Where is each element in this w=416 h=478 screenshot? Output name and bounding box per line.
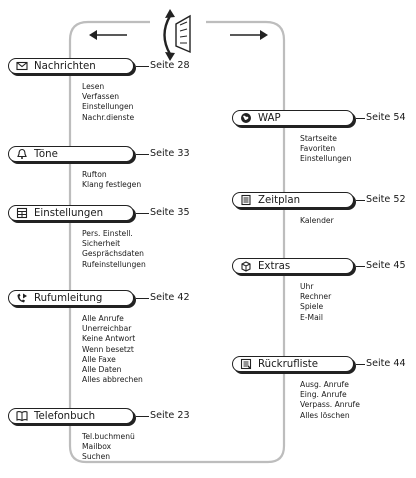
- submenu-item: Alles löschen: [300, 410, 350, 420]
- submenu-item: Lesen: [82, 82, 105, 91]
- menu-title-tone: Töne: [34, 148, 58, 160]
- leader-line: [136, 416, 149, 417]
- submenu-item: Rufeinstellungen: [82, 259, 146, 269]
- arrow-left-icon: [89, 30, 127, 40]
- call-list-icon: [240, 358, 252, 370]
- menu-title-einstellungen: Einstellungen: [34, 207, 104, 219]
- leader-line: [356, 266, 365, 267]
- submenu-item: Gesprächsdaten: [82, 249, 144, 259]
- phonebook-icon: [16, 410, 28, 422]
- menu-box-rufumleitung: Rufumleitung: [8, 290, 134, 306]
- arrow-right-icon: [230, 30, 268, 40]
- page-reference: Seite 54: [366, 112, 406, 123]
- menu-title-wap: WAP: [258, 112, 281, 124]
- submenu-item: Unerreichbar: [82, 324, 132, 334]
- submenu-item: Alle Daten: [82, 364, 122, 374]
- globe-icon: [240, 112, 252, 124]
- submenu-item: E-Mail: [300, 312, 323, 322]
- menu-box-tone: Töne: [8, 146, 134, 162]
- menu-box-extras: Extras: [232, 258, 354, 274]
- menu-title-rufumleitung: Rufumleitung: [34, 292, 103, 304]
- submenu-item: Nachr.dienste: [82, 112, 135, 122]
- menu-box-wap: WAP: [232, 110, 354, 126]
- menu-box-ruckrufliste: Rückrufliste: [232, 356, 354, 372]
- submenu-item: Alle Faxe: [82, 354, 116, 364]
- navigation-key-icon: [163, 9, 191, 61]
- bell-icon: [16, 148, 28, 160]
- submenu-list-zeitplan: Kalender: [300, 216, 334, 226]
- submenu-item: Favoriten: [300, 144, 336, 154]
- submenu-item: Spiele: [300, 302, 324, 312]
- menu-title-extras: Extras: [258, 260, 291, 272]
- submenu-item: Alles abbrechen: [82, 375, 143, 385]
- leader-line: [136, 154, 149, 155]
- submenu-item: Verfassen: [82, 92, 120, 102]
- submenu-item: Eing. Anrufe: [300, 390, 347, 400]
- menu-box-nachrichten: Nachrichten: [8, 58, 134, 74]
- page-reference: Seite 44: [366, 358, 406, 369]
- submenu-item: Ausg. Anrufe: [300, 380, 349, 389]
- submenu-item: Rufton: [82, 170, 107, 179]
- menu-title-zeitplan: Zeitplan: [258, 194, 301, 206]
- submenu-item: Startseite: [300, 134, 337, 143]
- settings-grid-icon: [16, 207, 28, 219]
- calendar-icon: [240, 194, 252, 206]
- box-icon: [240, 260, 252, 272]
- menu-box-telefonbuch: Telefonbuch: [8, 408, 134, 424]
- submenu-item: Uhr: [300, 282, 314, 291]
- submenu-item: Alle Anrufe: [82, 314, 124, 323]
- leader-line: [356, 200, 365, 201]
- menu-box-einstellungen: Einstellungen: [8, 205, 134, 221]
- submenu-item: Suchen: [82, 452, 111, 462]
- submenu-item: Rechner: [300, 292, 332, 302]
- leader-line: [356, 364, 365, 365]
- submenu-item: Kalender: [300, 216, 334, 225]
- menu-title-nachrichten: Nachrichten: [34, 60, 96, 72]
- submenu-item: Tel.buchmenü: [82, 432, 135, 441]
- submenu-item: Einstellungen: [300, 154, 352, 164]
- submenu-item: Sicherheit: [82, 239, 121, 249]
- call-forward-icon: [16, 292, 28, 304]
- page-reference: Seite 33: [150, 148, 190, 159]
- submenu-item: Verpass. Anrufe: [300, 400, 360, 410]
- page-reference: Seite 52: [366, 194, 406, 205]
- menu-title-ruckrufliste: Rückrufliste: [258, 358, 319, 370]
- submenu-item: Mailbox: [82, 442, 112, 452]
- leader-line: [136, 298, 149, 299]
- submenu-item: Klang festlegen: [82, 180, 142, 190]
- submenu-item: Keine Antwort: [82, 334, 136, 344]
- leader-line: [136, 66, 149, 67]
- menu-box-zeitplan: Zeitplan: [232, 192, 354, 208]
- menu-title-telefonbuch: Telefonbuch: [34, 410, 96, 422]
- page-reference: Seite 35: [150, 207, 190, 218]
- leader-line: [136, 213, 149, 214]
- envelope-icon: [16, 60, 28, 72]
- page-reference: Seite 42: [150, 292, 190, 303]
- page-reference: Seite 23: [150, 410, 190, 421]
- page-reference: Seite 45: [366, 260, 406, 271]
- page-reference: Seite 28: [150, 60, 190, 71]
- submenu-item: Einstellungen: [82, 102, 134, 112]
- leader-line: [356, 118, 365, 119]
- submenu-item: Pers. Einstell.: [82, 229, 133, 238]
- submenu-item: Wenn besetzt: [82, 344, 134, 354]
